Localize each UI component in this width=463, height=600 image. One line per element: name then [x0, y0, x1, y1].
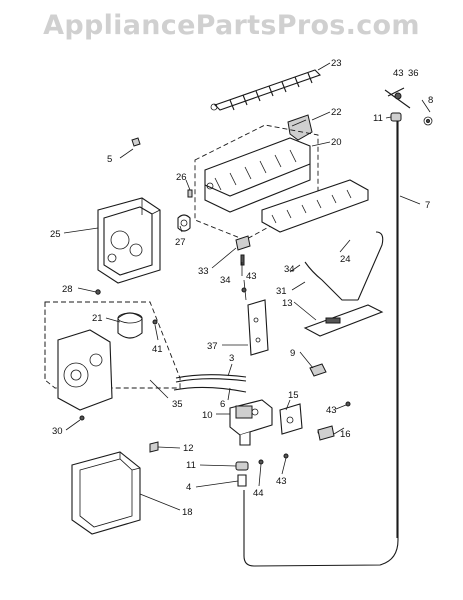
callout-20: 20 — [331, 137, 342, 148]
part-water-valve — [229, 399, 273, 446]
part-tube-fittings — [384, 87, 433, 126]
part-tubes — [173, 374, 247, 393]
part-fill-cup — [261, 179, 369, 233]
callout-10: 10 — [202, 410, 213, 421]
part-shutoff-arm — [304, 231, 384, 301]
callout-41: 41 — [152, 344, 163, 355]
callout-9: 9 — [290, 348, 295, 359]
callout-36: 36 — [408, 68, 419, 79]
callout-34-right: 34 — [284, 264, 295, 275]
part-valve-fittings — [149, 441, 289, 487]
callout-12: 12 — [183, 443, 194, 454]
callout-4: 4 — [186, 482, 191, 493]
callout-33: 33 — [198, 266, 209, 277]
part-housing — [97, 197, 161, 284]
callout-43-valve-top: 43 — [393, 68, 404, 79]
part-mounting-plate — [241, 279, 269, 356]
callout-34-left: 34 — [220, 275, 231, 286]
leader-lines — [63, 62, 431, 511]
callout-30: 30 — [52, 426, 63, 437]
part-clip-9 — [309, 363, 327, 377]
callout-8: 8 — [428, 95, 433, 106]
callout-43-bottom: 43 — [276, 476, 287, 487]
callout-37: 37 — [207, 341, 218, 352]
callout-6: 6 — [220, 399, 225, 410]
callout-21: 21 — [92, 313, 103, 324]
callout-7: 7 — [425, 200, 430, 211]
part-water-tube — [243, 119, 399, 567]
callout-31: 31 — [276, 286, 287, 297]
callout-3: 3 — [229, 353, 234, 364]
part-screw-5 — [119, 137, 141, 159]
callout-28: 28 — [62, 284, 73, 295]
part-bracket — [235, 235, 251, 266]
callout-5: 5 — [107, 154, 112, 165]
part-screw-28 — [77, 287, 101, 295]
callout-16: 16 — [340, 429, 351, 440]
callout-26: 26 — [176, 172, 187, 183]
callout-11-bottom: 11 — [186, 460, 196, 471]
part-cover — [287, 114, 313, 141]
part-valve-bracket — [279, 401, 351, 441]
callout-25: 25 — [50, 229, 61, 240]
callout-23: 23 — [331, 58, 342, 69]
part-thermostat — [177, 189, 193, 232]
callout-43-bracket: 43 — [246, 271, 257, 282]
callout-18: 18 — [182, 507, 193, 518]
part-motor-assembly — [44, 301, 181, 411]
callout-13: 13 — [282, 298, 293, 309]
part-ejector-comb — [210, 69, 322, 111]
callout-24: 24 — [340, 254, 351, 265]
part-tray-13 — [303, 304, 384, 337]
callout-43-clamp: 43 — [326, 405, 337, 416]
watermark-logo: AppliancePartsPros.com — [43, 10, 420, 41]
callout-44: 44 — [253, 488, 264, 499]
callout-11-top: 11 — [373, 113, 383, 124]
callout-15: 15 — [288, 390, 299, 401]
part-screw-30 — [65, 415, 85, 431]
callout-22: 22 — [331, 107, 342, 118]
callout-35: 35 — [172, 399, 183, 410]
callout-27: 27 — [175, 237, 186, 248]
part-mold — [194, 124, 319, 241]
callout-labels: 23 22 20 43 36 8 11 7 5 26 25 27 28 33 3… — [50, 58, 433, 518]
part-ice-bin — [71, 451, 141, 535]
